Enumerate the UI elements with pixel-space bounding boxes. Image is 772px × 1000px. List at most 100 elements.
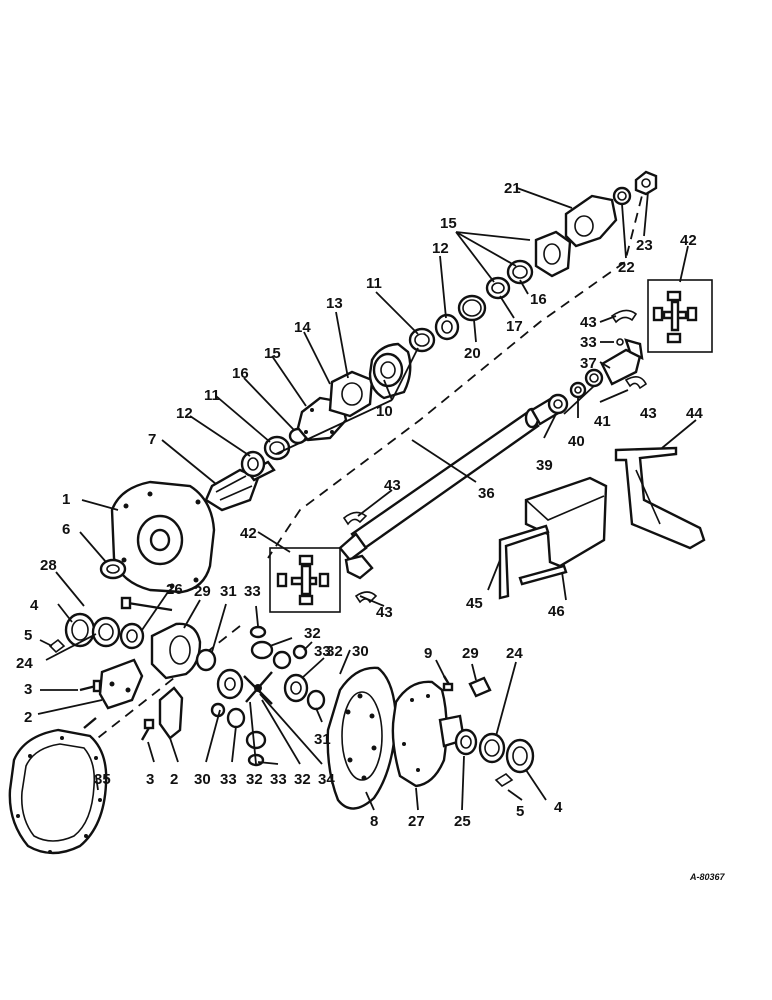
carrier-gasket (8, 728, 108, 855)
callout-31-right: 31 (314, 731, 331, 748)
nut-23 (634, 170, 658, 196)
differential-pinion-right (272, 650, 292, 670)
ring-19 (485, 276, 511, 300)
u-bolt-strap (342, 309, 648, 604)
callout-labels: 21 15 22 23 42 12 16 11 13 17 43 14 33 2… (16, 180, 703, 830)
lock-5-left (48, 638, 66, 654)
callout-43-upper: 43 (580, 314, 597, 331)
callout-42-lower: 42 (240, 525, 257, 542)
ring-gear (326, 666, 398, 810)
leader-lines (37, 187, 697, 811)
ring-41 (584, 368, 604, 388)
callout-6: 6 (62, 521, 70, 538)
shaft-yoke (344, 554, 374, 580)
step-bracket (498, 524, 568, 600)
callout-33-a: 33 (244, 583, 261, 600)
callout-25-right: 25 (454, 813, 471, 830)
callout-10: 10 (376, 403, 393, 420)
callout-29: 29 (462, 645, 479, 662)
callout-30-left: 30 (194, 771, 211, 788)
callout-18: 16 (530, 291, 547, 308)
pinion-washer-top (249, 625, 267, 639)
callout-26: 27 (408, 813, 425, 830)
callout-8: 8 (370, 813, 378, 830)
differential-pinion-top (250, 640, 274, 660)
bearing-cup-outer (408, 327, 436, 353)
callout-30-right: 30 (352, 643, 369, 660)
carrier-housing (110, 480, 216, 594)
bearing-cap-left (98, 658, 144, 710)
slip-yoke (600, 338, 644, 386)
bearing-cup-right (478, 732, 506, 764)
side-gear-left (216, 668, 244, 700)
drawing-code: A-80367 (689, 872, 726, 882)
callout-7: 7 (148, 431, 156, 448)
callout-14: 14 (294, 319, 311, 336)
thrust-washer-right (306, 689, 326, 711)
callout-22: 22 (618, 259, 635, 276)
callout-16: 16 (232, 365, 249, 382)
drive-shaft (338, 396, 562, 562)
flange-plate (534, 230, 572, 278)
callout-5-left: 5 (24, 627, 32, 644)
callout-44: 44 (686, 405, 703, 422)
callout-11-upper: 11 (366, 275, 382, 292)
callout-2-upper: 2 (24, 709, 32, 726)
callout-39: 39 (536, 457, 553, 474)
spider-cross (243, 671, 273, 705)
callout-15: 15 (264, 345, 281, 362)
bearing-cone-left (119, 622, 145, 650)
callout-27: 29 (194, 583, 211, 600)
callout-2-lower: 2 (170, 771, 178, 788)
callout-32-a: 32 (304, 625, 321, 642)
callout-43-right: 43 (640, 405, 657, 422)
ring-18 (506, 259, 534, 285)
callout-33-d: 33 (270, 771, 287, 788)
companion-flange (564, 194, 618, 248)
side-gear-right (283, 673, 309, 703)
callout-32-b: 32 (326, 643, 343, 660)
callout-43-lower: 43 (376, 604, 393, 621)
bolt-33-upper (616, 338, 624, 346)
callout-40: 40 (568, 433, 585, 450)
support-bracket (614, 446, 706, 550)
callout-41: 41 (594, 413, 611, 430)
thrust-washer-left (195, 648, 217, 672)
callout-32-d: 32 (294, 771, 311, 788)
callout-46: 46 (548, 603, 565, 620)
callout-19: 17 (506, 318, 523, 335)
callout-32-c: 32 (246, 771, 263, 788)
bearing-cap-right (158, 686, 184, 740)
callout-34: 34 (318, 771, 335, 788)
callout-4-right: 4 (554, 799, 563, 816)
callout-23: 23 (636, 237, 653, 254)
callout-1: 1 (62, 491, 70, 508)
differential-pinion-bottom (245, 730, 267, 750)
callout-45: 45 (466, 595, 483, 612)
callout-43-mid: 43 (384, 477, 401, 494)
callout-12-lower: 12 (176, 405, 193, 422)
callout-31-left: 31 (220, 583, 237, 600)
callout-21: 21 (504, 180, 521, 197)
assembly-guide-line (267, 179, 647, 559)
callout-3-lower: 3 (146, 771, 154, 788)
callout-9: 9 (424, 645, 432, 662)
pinion-bearing-inner (240, 450, 266, 478)
differential-case-half (150, 622, 202, 680)
differential-case (391, 680, 466, 788)
callout-17: 15 (440, 215, 457, 232)
callout-37: 37 (580, 355, 597, 372)
callout-33-b: 33 (314, 643, 331, 660)
shim-plate (328, 370, 374, 418)
bearing-cup-left (91, 616, 121, 648)
cap-bolt-middle (83, 717, 97, 729)
callout-20: 20 (464, 345, 481, 362)
callout-24-left: 24 (16, 655, 33, 672)
callout-24-right: 24 (506, 645, 523, 662)
step-plate (524, 476, 608, 568)
washer-22 (612, 186, 632, 206)
cap-bolt-lower (140, 718, 155, 741)
seal-39 (547, 393, 569, 415)
callout-25-left: 26 (166, 581, 183, 598)
